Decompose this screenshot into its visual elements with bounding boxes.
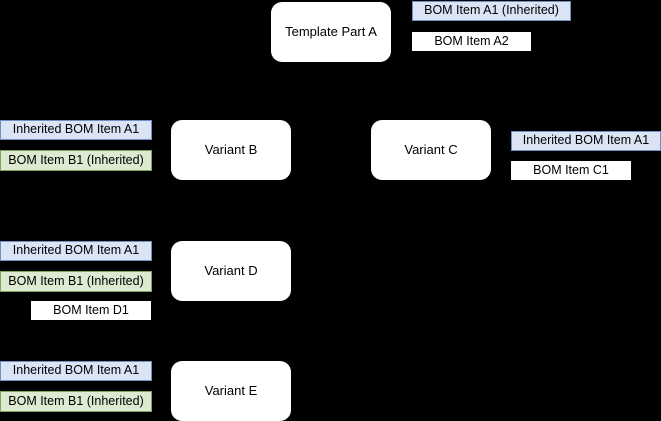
node-template-part-a-label: Template Part A: [285, 24, 377, 40]
node-variant-d[interactable]: Variant D: [171, 241, 291, 301]
bom-variant-b-inherited-a1-label: Inherited BOM Item A1: [12, 122, 140, 137]
bom-item-a1-inherited-label: BOM Item A1 (Inherited): [424, 3, 559, 18]
node-variant-e-label: Variant E: [204, 383, 258, 399]
bom-variant-d-item-b1[interactable]: BOM Item B1 (Inherited): [0, 271, 152, 292]
bom-variant-d-item-d1[interactable]: BOM Item D1: [31, 301, 151, 320]
bom-item-a1-inherited[interactable]: BOM Item A1 (Inherited): [412, 1, 571, 21]
node-variant-b-label: Variant B: [204, 142, 258, 158]
node-variant-c[interactable]: Variant C: [371, 120, 491, 180]
bom-variant-e-inherited-a1-label: Inherited BOM Item A1: [12, 363, 140, 378]
bom-item-a2[interactable]: BOM Item A2: [412, 32, 531, 51]
node-variant-e[interactable]: Variant E: [171, 361, 291, 421]
bom-variant-b-item-b1-label: BOM Item B1 (Inherited): [8, 152, 144, 167]
bom-variant-b-item-b1[interactable]: BOM Item B1 (Inherited): [0, 150, 152, 171]
bom-item-a2-label: BOM Item A2: [434, 33, 509, 48]
bom-variant-b-inherited-a1[interactable]: Inherited BOM Item A1: [0, 120, 152, 140]
bom-variant-d-inherited-a1-label: Inherited BOM Item A1: [12, 243, 140, 258]
bom-variant-d-inherited-a1[interactable]: Inherited BOM Item A1: [0, 241, 152, 261]
bom-variant-d-item-b1-label: BOM Item B1 (Inherited): [8, 273, 144, 288]
bom-variant-c-inherited-a1-label: Inherited BOM Item A1: [522, 133, 650, 148]
node-variant-b[interactable]: Variant B: [171, 120, 291, 180]
node-variant-d-label: Variant D: [204, 263, 258, 279]
bom-variant-c-item-c1-label: BOM Item C1: [533, 162, 609, 177]
bom-variant-e-item-b1-label: BOM Item B1 (Inherited): [8, 393, 144, 408]
bom-variant-d-item-d1-label: BOM Item D1: [53, 302, 129, 317]
bom-variant-e-inherited-a1[interactable]: Inherited BOM Item A1: [0, 361, 152, 381]
bom-variant-c-inherited-a1[interactable]: Inherited BOM Item A1: [511, 131, 661, 151]
node-template-part-a[interactable]: Template Part A: [271, 2, 391, 62]
bom-variant-e-item-b1[interactable]: BOM Item B1 (Inherited): [0, 391, 152, 412]
bom-variant-c-item-c1[interactable]: BOM Item C1: [511, 161, 631, 180]
node-variant-c-label: Variant C: [404, 142, 458, 158]
